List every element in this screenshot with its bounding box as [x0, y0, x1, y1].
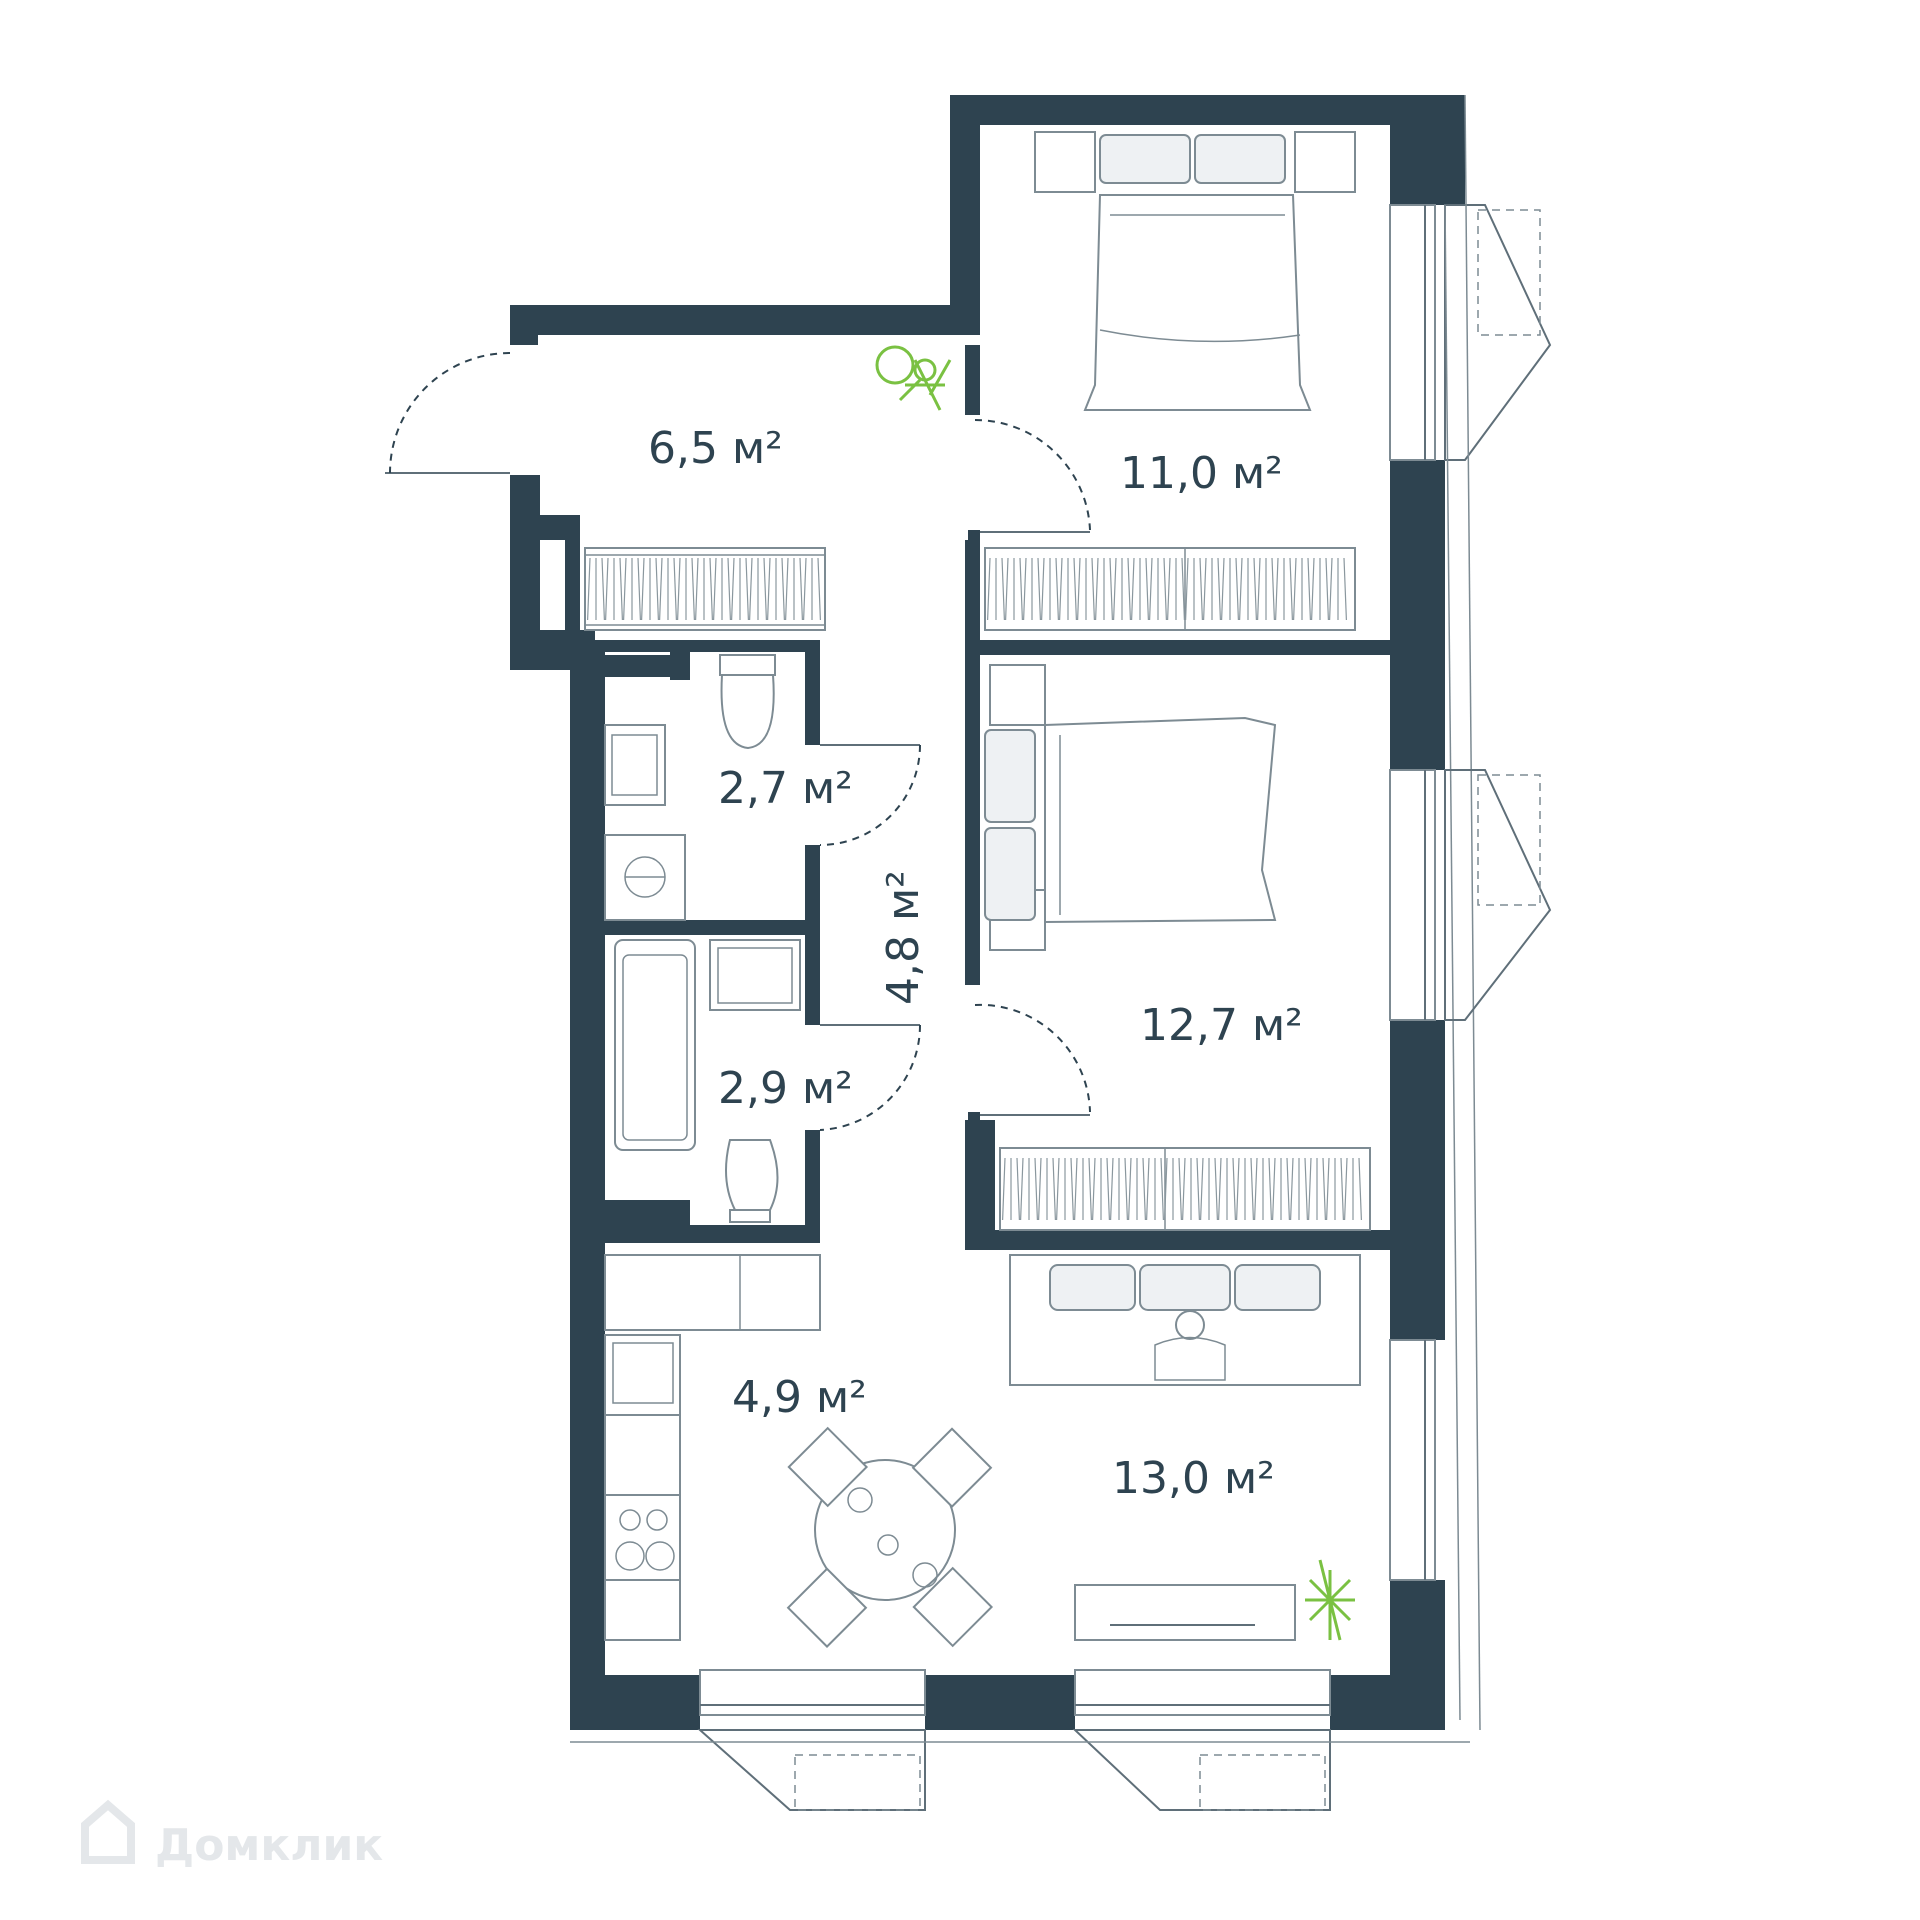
watermark: Домклик	[81, 1799, 383, 1871]
area-label-corridor: 4,8 м²	[878, 870, 929, 1005]
windows-bottom	[570, 1669, 1470, 1811]
plant-hall	[875, 345, 952, 411]
area-label-bathroom: 2,9 м²	[718, 1063, 853, 1114]
house-logo-icon	[81, 1799, 135, 1864]
area-label-living-room: 13,0 м²	[1112, 1453, 1275, 1504]
double-bed-2	[984, 664, 1277, 951]
tv-stand	[1074, 1584, 1296, 1641]
sofa	[1009, 1254, 1361, 1386]
watermark-text: Домклик	[155, 1820, 383, 1871]
kitchen-units	[604, 1254, 821, 1641]
area-label-bedroom-1: 11,0 м²	[1120, 448, 1283, 499]
area-label-kitchen: 4,9 м²	[732, 1372, 867, 1423]
wardrobe-hatching	[587, 557, 1362, 1221]
toilet-room-fixtures	[604, 654, 776, 921]
area-label-bedroom-2: 12,7 м²	[1140, 1000, 1303, 1051]
double-bed-1	[1034, 131, 1356, 411]
bath-fixtures	[614, 939, 801, 1223]
area-label-toilet: 2,7 м²	[718, 763, 853, 814]
area-label-hall: 6,5 м²	[648, 423, 783, 474]
windows-right	[1389, 94, 1552, 1731]
dining-table-set	[786, 1426, 994, 1649]
doors	[385, 352, 1091, 1131]
plant-living	[1305, 1559, 1355, 1641]
interior-walls	[605, 530, 1395, 1250]
exterior-walls	[510, 95, 1465, 1730]
